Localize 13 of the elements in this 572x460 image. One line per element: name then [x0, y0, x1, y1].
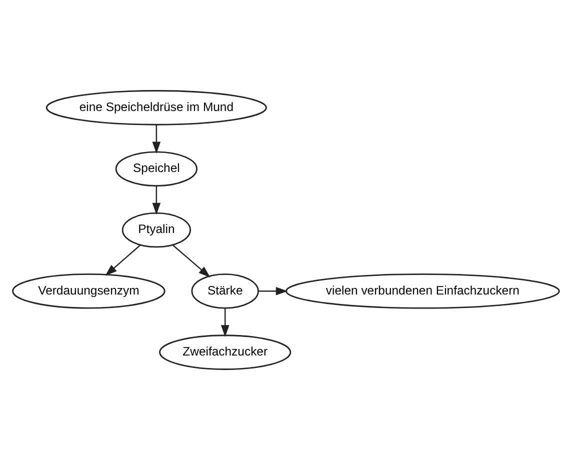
arrow [105, 244, 141, 276]
arrow [220, 308, 230, 338]
node-ellipse: Verdauungsenzym [12, 274, 166, 309]
arrow [152, 186, 161, 215]
node-ellipse: Zweifachzucker [159, 334, 292, 370]
node-ellipse: Stärke [191, 274, 259, 309]
node-ellipse: Speichel [115, 151, 198, 186]
arrow [152, 124, 161, 154]
node-ellipse: eine Speicheldrüse im Mund [46, 90, 267, 126]
node-ellipse: Ptyalin [122, 212, 192, 248]
node-ellipse: vielen verbundenen Einfachzuckern [286, 274, 560, 309]
arrow [258, 287, 288, 296]
arrow [172, 244, 210, 278]
